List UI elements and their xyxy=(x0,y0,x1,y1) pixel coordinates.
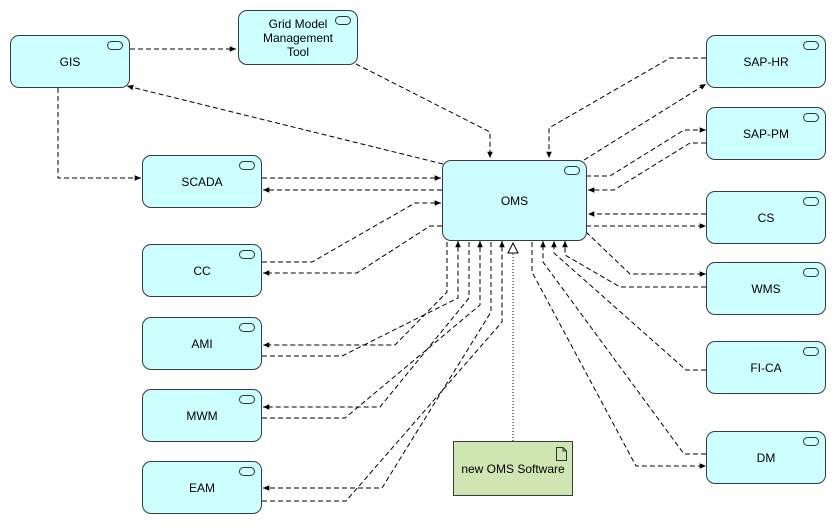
new-oms-software-artifact[interactable]: new OMS Software xyxy=(453,441,573,496)
flow-mwm-to-oms xyxy=(262,241,483,419)
flow-oms-to-dm xyxy=(531,242,706,469)
component-icon xyxy=(107,41,123,50)
scada-label: SCADA xyxy=(181,174,223,189)
cc-label: CC xyxy=(193,263,211,278)
oms-label: OMS xyxy=(500,193,529,208)
flow-gis-to-scada xyxy=(57,88,141,181)
component-icon xyxy=(239,250,255,259)
scada-component[interactable]: SCADA xyxy=(142,155,262,208)
grid-model-management-tool-component[interactable]: Grid Model Management Tool xyxy=(238,10,358,65)
flow-oms-to-cc xyxy=(263,225,442,276)
sap-hr-label: SAP-HR xyxy=(743,54,789,69)
mwm-component[interactable]: MWM xyxy=(142,389,262,442)
flow-oms-to-eam xyxy=(263,242,492,491)
flow-cc-to-oms xyxy=(262,200,441,263)
cs-component[interactable]: CS xyxy=(706,191,826,244)
fi-ca-label: FI-CA xyxy=(750,360,782,375)
flow-ami-to-oms xyxy=(262,241,461,357)
component-icon xyxy=(803,113,819,122)
dm-label: DM xyxy=(756,450,776,465)
new-oms-software-label: new OMS Software xyxy=(461,461,565,476)
component-icon xyxy=(335,16,351,25)
component-icon xyxy=(803,347,819,356)
flow-oms-to-ami xyxy=(263,242,448,348)
sap-hr-component[interactable]: SAP-HR xyxy=(706,35,826,88)
flow-gmmt-to-oms xyxy=(355,63,493,158)
ami-label: AMI xyxy=(191,336,213,351)
document-icon xyxy=(556,447,567,461)
flow-eam-to-oms xyxy=(262,241,505,502)
cs-label: CS xyxy=(757,210,775,225)
oms-component[interactable]: OMS xyxy=(442,160,587,241)
flow-dm-to-oms xyxy=(540,241,706,455)
component-icon xyxy=(239,467,255,476)
component-icon xyxy=(239,161,255,170)
gis-component[interactable]: GIS xyxy=(10,35,130,88)
mwm-label: MWM xyxy=(186,408,218,423)
ami-component[interactable]: AMI xyxy=(142,317,262,370)
flow-fica-to-oms xyxy=(551,241,706,371)
flow-oms-to-gis xyxy=(126,84,444,165)
flow-sappm-to-oms xyxy=(588,142,706,193)
component-icon xyxy=(803,197,819,206)
component-icon xyxy=(803,41,819,50)
component-icon xyxy=(803,437,819,446)
gis-label: GIS xyxy=(59,54,81,69)
flow-saphr-to-oms xyxy=(546,57,706,158)
wms-label: WMS xyxy=(751,281,781,296)
eam-label: EAM xyxy=(188,480,215,495)
sap-pm-label: SAP-PM xyxy=(742,126,789,141)
eam-component[interactable]: EAM xyxy=(142,461,262,514)
flow-oms-to-mwm xyxy=(263,242,470,410)
flow-oms-to-saphr xyxy=(583,83,707,161)
cc-component[interactable]: CC xyxy=(142,244,262,297)
dm-component[interactable]: DM xyxy=(706,431,826,484)
flow-wms-to-oms xyxy=(562,241,706,288)
wms-component[interactable]: WMS xyxy=(706,262,826,315)
sap-pm-component[interactable]: SAP-PM xyxy=(706,107,826,160)
component-icon xyxy=(564,166,580,175)
component-icon xyxy=(803,268,819,277)
component-icon xyxy=(239,395,255,404)
flow-oms-to-wms xyxy=(585,231,706,277)
fi-ca-component[interactable]: FI-CA xyxy=(706,341,826,394)
component-icon xyxy=(239,323,255,332)
flow-oms-to-sappm xyxy=(586,127,706,177)
